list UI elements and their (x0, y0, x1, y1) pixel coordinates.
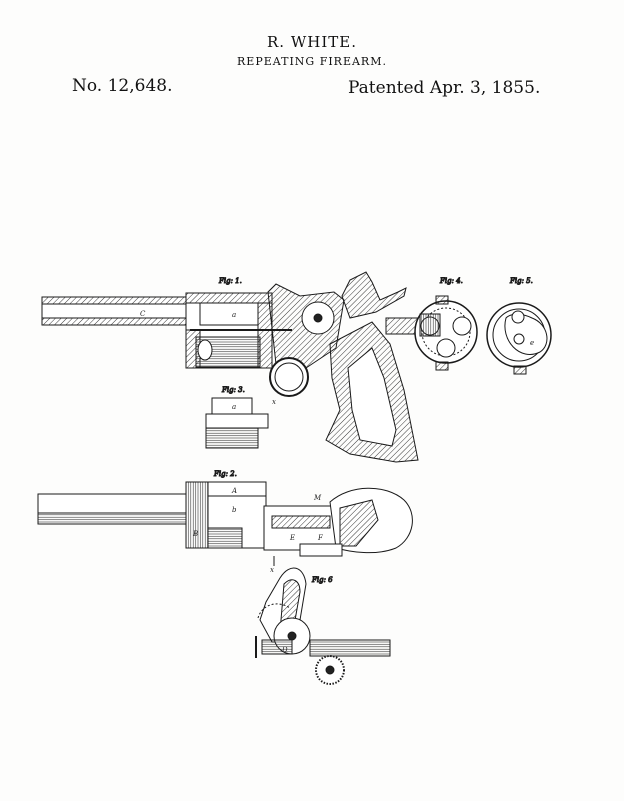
label-c: C (140, 310, 146, 318)
patent-number: No. 12,648. (72, 76, 173, 96)
label-b-fig2: b (232, 506, 237, 514)
label-F: F (317, 534, 324, 542)
figure-3: Fig: 3. a (205, 386, 269, 449)
label-E: E (289, 534, 295, 542)
label-e: e (530, 339, 534, 347)
figure-5-label: Fig: 5. (509, 277, 533, 285)
figure-6-label: Fig: 6 (311, 576, 333, 584)
label-x-fig2: x (270, 566, 274, 574)
invention-title: REPEATING FIREARM. (237, 55, 387, 68)
inventor-name: R. WHITE. (267, 33, 357, 51)
figure-4-label: Fig: 4. (439, 277, 463, 285)
figure-1-label: Fig: 1. (218, 277, 242, 285)
figure-5: Fig: 5. e (486, 277, 552, 375)
figure-6: Fig: 6 D (255, 567, 391, 685)
label-B: B (192, 530, 198, 538)
patent-date: Patented Apr. 3, 1855. (348, 78, 541, 98)
label-M: M (313, 494, 322, 502)
figure-2: Fig: 2. A b B M E F x (37, 470, 413, 574)
label-D: D (281, 646, 288, 654)
label-a: a (232, 311, 236, 319)
figure-4: Fig: 4. (385, 277, 478, 371)
label-A: A (231, 487, 237, 495)
figure-3-label: Fig: 3. (221, 386, 245, 394)
figure-1: Fig: 1. C a (41, 271, 419, 463)
figure-2-label: Fig: 2. (213, 470, 237, 478)
label-a-fig3: a (232, 403, 236, 411)
label-x-fig1: x (272, 398, 276, 406)
